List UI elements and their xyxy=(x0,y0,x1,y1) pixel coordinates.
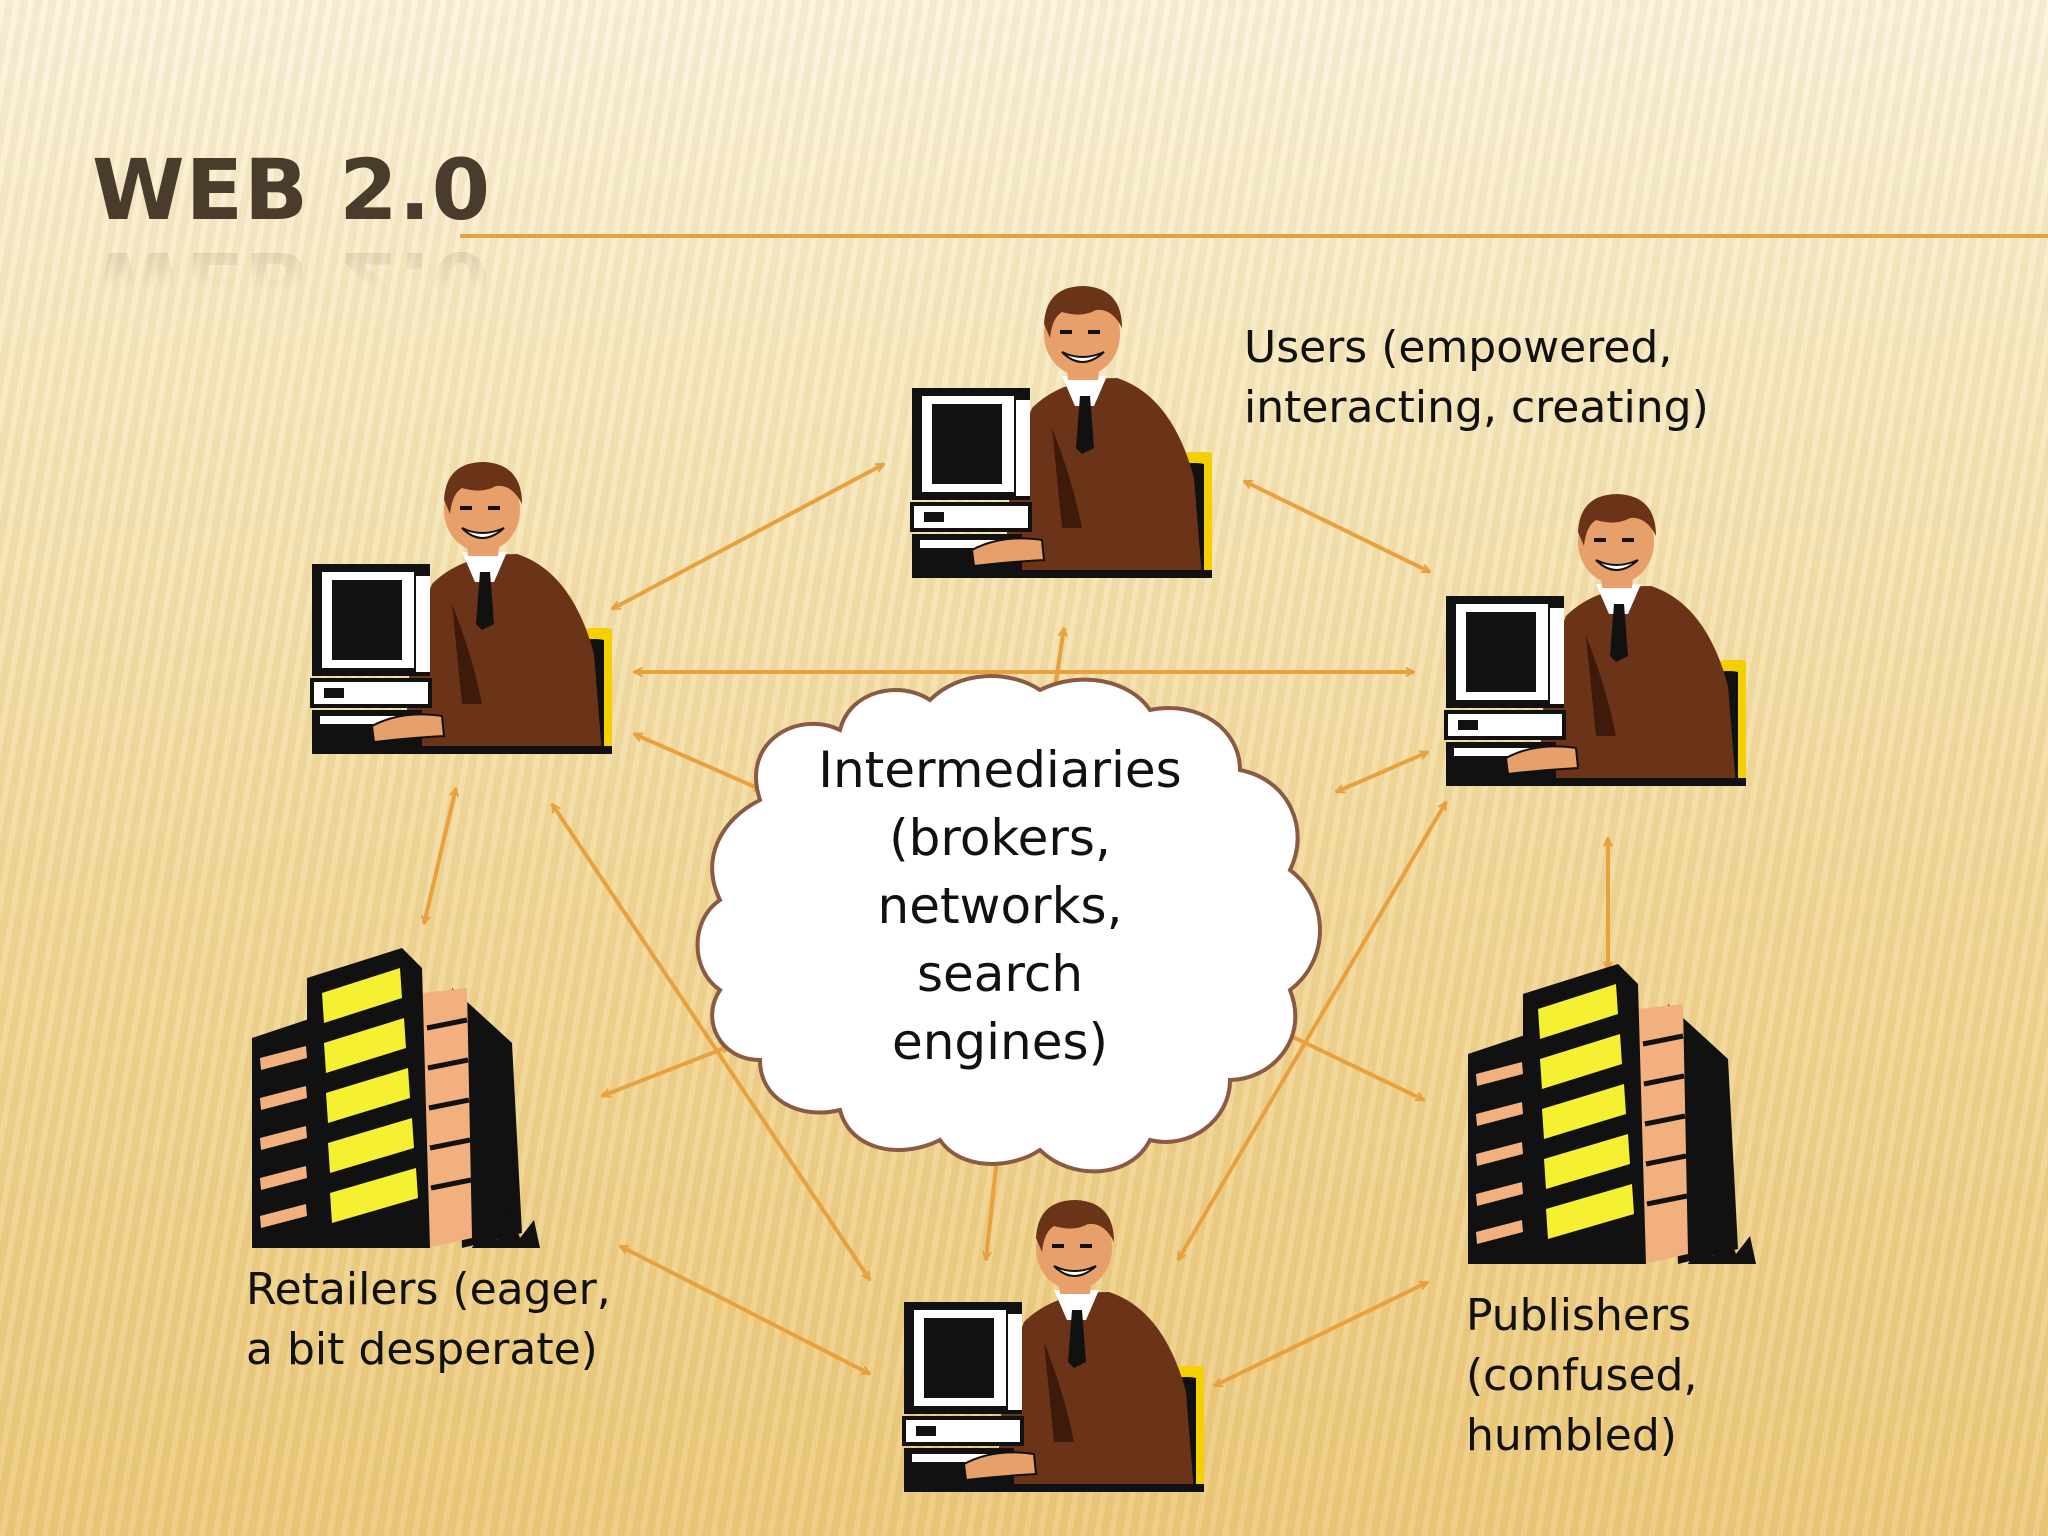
publishers-label: Publishers (confused, humbled) xyxy=(1466,1286,1697,1466)
retailers-label-line: a bit desperate) xyxy=(246,1324,598,1375)
user-computer-top xyxy=(910,284,1214,580)
users-label-line: interacting, creating) xyxy=(1244,382,1709,433)
arrow-retailers-to-user-bottom xyxy=(620,1244,870,1376)
publishers-label-line: Publishers xyxy=(1466,1290,1691,1341)
arrow-cloud-to-retailers xyxy=(602,1044,730,1098)
intermediaries-cloud xyxy=(695,674,1322,1174)
cloud-label-line: engines) xyxy=(891,1013,1109,1071)
user-computer-right xyxy=(1444,492,1748,788)
publishers-label-line: (confused, xyxy=(1466,1350,1698,1401)
cloud-label-line: search xyxy=(916,945,1084,1003)
retailers-building-icon xyxy=(252,948,540,1248)
retailers-label: Retailers (eager, a bit desperate) xyxy=(246,1260,611,1380)
arrow-user-left-to-retailers xyxy=(424,788,456,924)
cloud-label-line: Intermediaries xyxy=(818,741,1182,799)
arrow-cloud-to-user-right xyxy=(1336,750,1428,794)
publishers-label-line: humbled) xyxy=(1466,1410,1677,1461)
slide-title: WEB 2.0 xyxy=(92,141,492,239)
arrow-user-left-to-user-bottom xyxy=(550,804,872,1280)
retailers-label-line: Retailers (eager, xyxy=(246,1264,611,1315)
cloud-label-line: networks, xyxy=(877,877,1123,935)
arrow-cloud-to-user-left xyxy=(634,732,762,792)
cloud-label: Intermediaries (brokers, networks, searc… xyxy=(790,736,1210,1076)
users-label-line: Users (empowered, xyxy=(1244,322,1673,373)
arrow-user-top-to-user-right xyxy=(1244,479,1430,574)
users-label: Users (empowered, interacting, creating) xyxy=(1244,318,1709,438)
cloud-label-line: (brokers, xyxy=(889,809,1111,867)
user-computer-left xyxy=(310,460,614,756)
arrow-user-left-to-user-top xyxy=(612,462,884,611)
publishers-building-icon xyxy=(1468,964,1756,1264)
arrow-user-bottom-to-publishers xyxy=(1214,1280,1428,1388)
user-computer-bottom xyxy=(902,1198,1206,1494)
title-underline xyxy=(460,234,2048,238)
